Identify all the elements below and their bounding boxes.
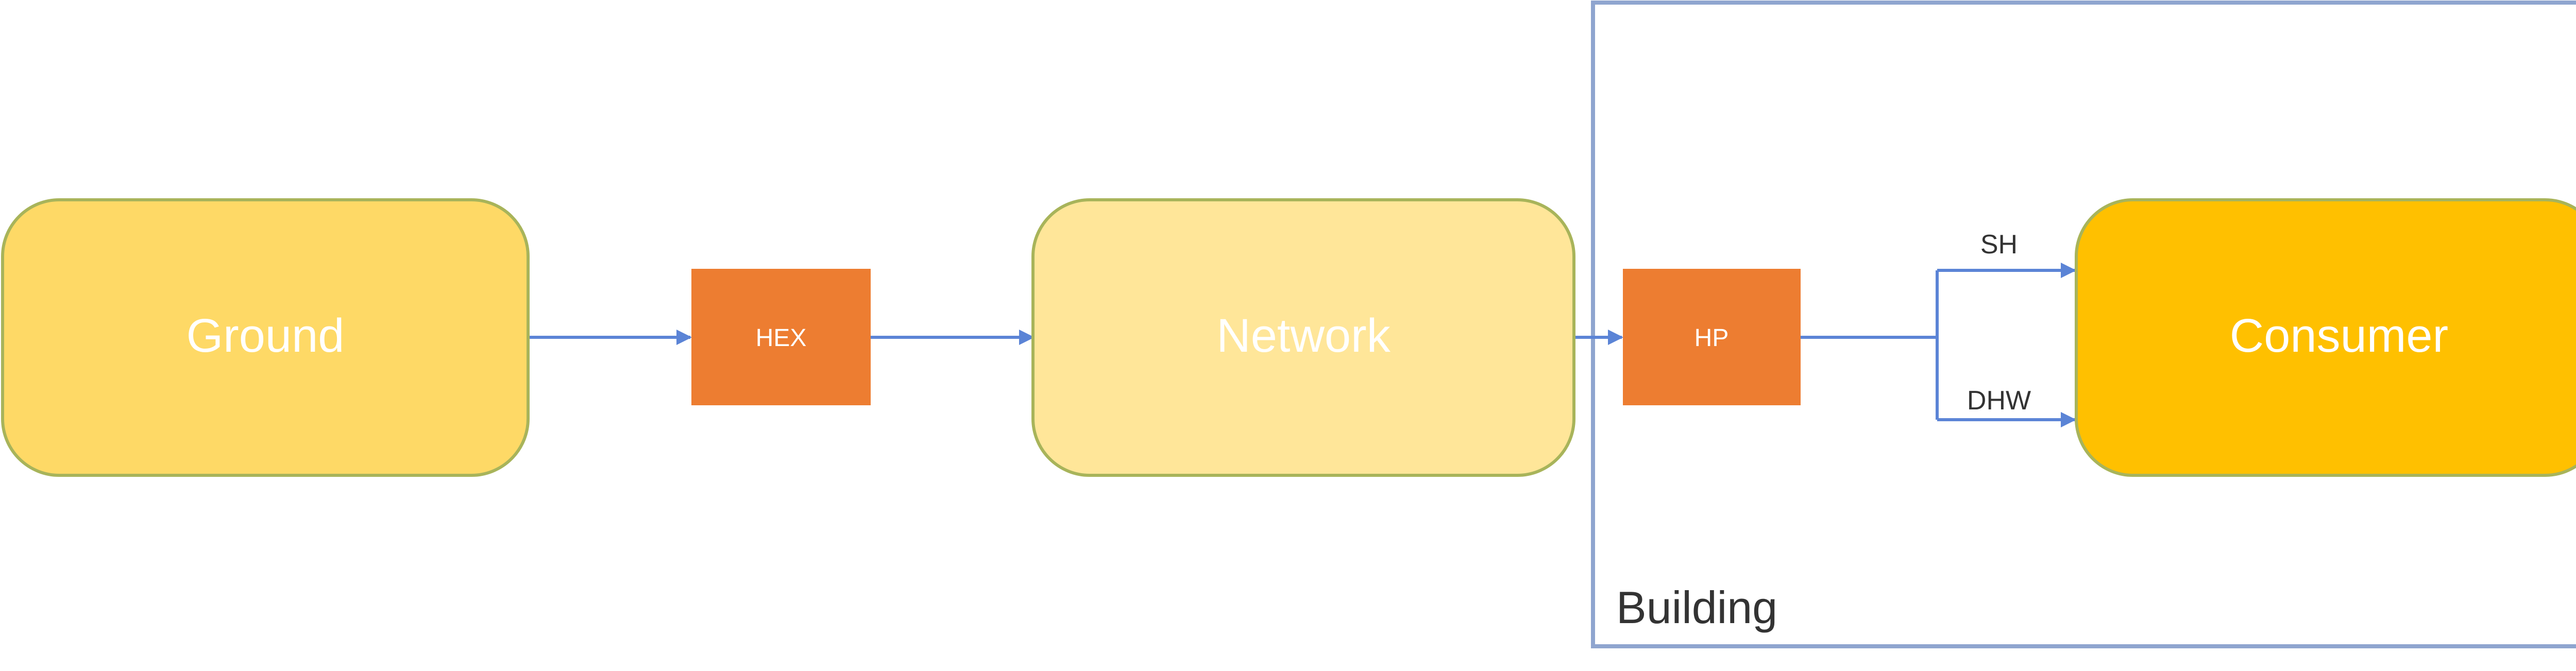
node-network-label: Network bbox=[1216, 309, 1391, 362]
node-ground-label: Ground bbox=[187, 309, 345, 362]
node-hex-box bbox=[691, 269, 871, 405]
sh-label: SH bbox=[1980, 230, 2018, 260]
node-network-box bbox=[1031, 198, 1575, 477]
node-consumer: Consumer bbox=[2075, 198, 2576, 477]
node-network: Network bbox=[1031, 198, 1575, 477]
node-hex-label: HEX bbox=[756, 324, 807, 352]
building-label: Building bbox=[1616, 582, 1777, 633]
dhw-label: DHW bbox=[1967, 386, 2031, 416]
node-hp: HP bbox=[1623, 269, 1801, 405]
node-ground-box bbox=[1, 198, 530, 477]
node-hp-box bbox=[1623, 269, 1801, 405]
building-container bbox=[1591, 1, 2576, 648]
node-consumer-box bbox=[2075, 198, 2576, 477]
node-consumer-label: Consumer bbox=[2230, 309, 2448, 362]
node-ground: Ground bbox=[1, 198, 530, 477]
node-hp-label: HP bbox=[1694, 324, 1729, 352]
node-hex: HEX bbox=[691, 269, 871, 405]
